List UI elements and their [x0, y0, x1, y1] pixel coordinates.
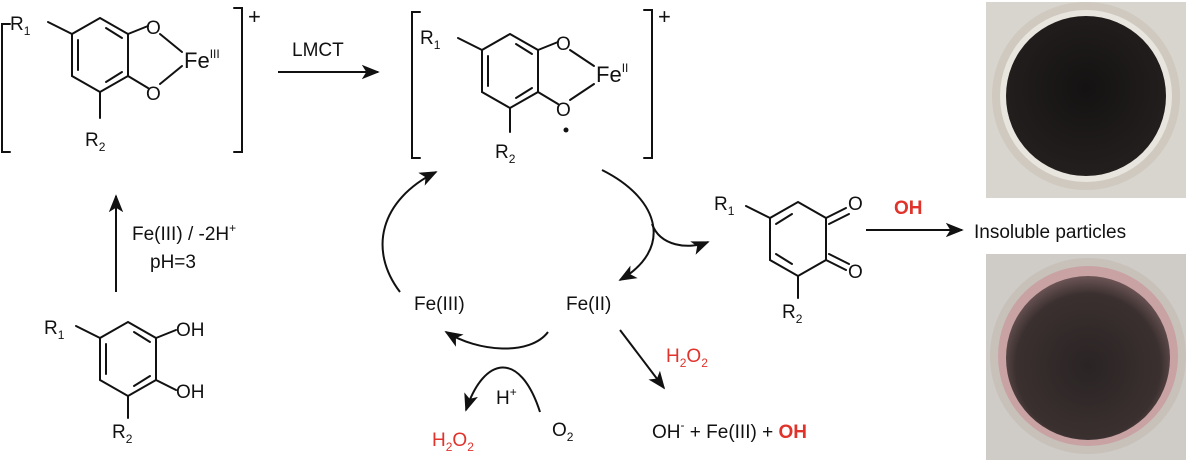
dish-photo-bottom: [986, 254, 1186, 460]
fe3-complex: + R1 R2 O O FeIII: [1, 4, 261, 154]
svg-text:R1: R1: [10, 14, 31, 38]
fe2-complex: + R1 R2 O O FeII: [411, 4, 671, 166]
svg-text:Fe(III) / -2H+: Fe(III) / -2H+: [132, 221, 236, 245]
products-line: OH- + Fe(III) + OH: [652, 418, 807, 443]
svg-text:R1: R1: [44, 318, 65, 342]
svg-text:FeII: FeII: [596, 61, 628, 87]
fe2-o-bottom: O: [556, 100, 571, 121]
cycle-fe2-label: Fe(II): [566, 294, 611, 315]
lmct-label: LMCT: [292, 40, 344, 61]
catechol-r2: R: [112, 422, 126, 443]
cycle-fe3-label: Fe(III): [414, 294, 465, 315]
quinone-release-arrow: [651, 223, 710, 255]
redox-cycle: Fe(III) Fe(II) H+ O2 H2O2 H2O2: [381, 169, 710, 454]
fe3-o-top: O: [146, 18, 161, 39]
fe3-r1: R: [10, 14, 24, 35]
catechol-r1: R: [44, 318, 58, 339]
svg-text:R2: R2: [782, 302, 803, 326]
o2-label: O: [552, 420, 567, 441]
h-plus-label: H: [496, 388, 510, 409]
oh-radical-product: OH: [778, 422, 807, 443]
svg-text:R1: R1: [714, 194, 735, 218]
fe2-metal: Fe: [596, 62, 622, 87]
oh-minus: OH: [652, 422, 681, 443]
svg-text:H2O2: H2O2: [666, 346, 708, 370]
svg-text:O2: O2: [552, 420, 574, 444]
h2o2-right-label: H: [666, 346, 680, 367]
h2o2-left-label: H: [432, 430, 446, 451]
quinone-structure: R1 R2 O O: [714, 194, 863, 326]
fe3-metal: Fe: [184, 48, 210, 73]
fe2-r1: R: [420, 28, 434, 49]
fe2-r2: R: [495, 142, 509, 163]
cycle-arrow-fe2-to-fe3: [444, 331, 549, 350]
quinone-r1: R: [714, 194, 728, 215]
svg-text:H+: H+: [496, 385, 517, 409]
dish-photo-top: [986, 2, 1186, 198]
quinone-r2: R: [782, 302, 796, 323]
svg-text:R2: R2: [112, 422, 133, 446]
fe3-complex-charge: +: [248, 4, 261, 29]
cycle-arrow-complex-to-fe2: [601, 169, 655, 281]
fe2-complex-charge: +: [658, 4, 671, 29]
catechol-oh-bottom: OH: [176, 382, 205, 403]
svg-text:FeIII: FeIII: [184, 47, 220, 73]
radical-dot: [563, 127, 569, 133]
fe2-o-top: O: [556, 34, 571, 55]
catechol-oh-top: OH: [176, 320, 205, 341]
svg-text:H2O2: H2O2: [432, 430, 474, 454]
fe3-r2: R: [85, 130, 99, 151]
fe3-o-bottom: O: [146, 84, 161, 105]
svg-text:R1: R1: [420, 28, 441, 52]
complexation-label: Fe(III) / -2H: [132, 224, 229, 245]
oh-arrow-label: OH: [894, 198, 923, 219]
catechol-structure: R1 R2 OH OH: [44, 318, 205, 446]
cycle-arrow-fe3-to-complex: [381, 171, 438, 293]
quinone-o-top: O: [848, 194, 863, 215]
fenton-arrow: [619, 329, 666, 390]
quinone-o-bottom: O: [848, 262, 863, 283]
svg-text:R2: R2: [85, 130, 106, 154]
insoluble-label: Insoluble particles: [974, 222, 1126, 243]
svg-text:R2: R2: [495, 142, 516, 166]
ph-label: pH=3: [150, 252, 196, 273]
o2-to-h2o2-arrow: [464, 366, 541, 413]
